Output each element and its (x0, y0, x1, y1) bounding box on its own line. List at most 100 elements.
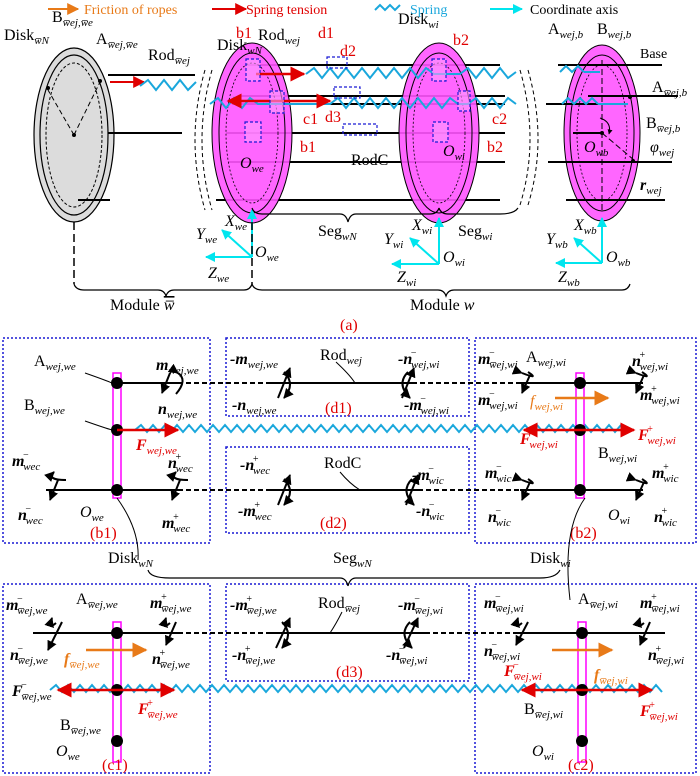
c2-F-minus: F−w̅ej,wi (503, 660, 542, 683)
c2-F-plus: F+w̅ej,wi (639, 700, 678, 723)
frame-we: Xwe Ywe Zwe Owe (196, 209, 279, 285)
b2-mr: m+wej,wi (640, 384, 680, 407)
spring-upper (305, 66, 517, 80)
d3-br: -n−w̅ej,wi (386, 644, 427, 667)
label-disk-wN: DiskwN (217, 37, 263, 57)
axis-Y-wi: Ywi (384, 231, 403, 251)
label-seg-wi: Segwi (458, 223, 492, 243)
b2-label-B: Bwej,wi (598, 445, 637, 465)
callout-c1: c1 (303, 111, 318, 128)
label-seg-wN-mid: SegwN (333, 550, 372, 570)
label-phi-wej: φwej (650, 139, 674, 159)
label-A-wbar-b: Aw̅ej,b (652, 79, 688, 99)
spring-lower (209, 96, 517, 110)
panel-label-a: (a) (340, 317, 358, 334)
label-A-wej-b: Awej,b (548, 21, 584, 41)
legend-coordinate-axis: Coordinate axis (490, 3, 618, 18)
panel-b1: Awej,we Bwej,we Owe mwej,we nwej,we Fwej… (12, 353, 199, 542)
b2-n-wic-minus: n−wic (488, 506, 511, 529)
b1-m-wec-minus: m−wec (12, 450, 40, 473)
panel-d1: -mwej,we -nwej,we -n−wej,wi -m−wej,wi Ro… (230, 347, 449, 417)
c2-bl: n−w̅ej,wi (484, 640, 520, 663)
d2-rod: RodC (324, 455, 361, 472)
label-B-wej-b: Bwej,b (597, 21, 632, 41)
spring-c-row (49, 683, 663, 694)
label-base: Base (640, 47, 667, 62)
label-disk-wN-mid: DiskwN (108, 550, 154, 570)
panel-c2: m−w̅ej,wi Aw̅ej,wi m+w̅ej,wi n−w̅ej,wi n… (484, 591, 684, 774)
legend-spring-tension: Spring tension (212, 3, 327, 18)
b1-F: Fwej,we (135, 437, 177, 457)
axis-Y-we: Ywe (196, 226, 217, 246)
b2-tl: m−w̅ej,wi (478, 348, 518, 371)
d3-tr: -m−w̅ej,wi (398, 594, 443, 617)
d2-tl: -n+wec (240, 454, 270, 477)
legend: Friction of ropes Spring tension Spring … (48, 3, 618, 18)
c1-label-O: Owe (56, 743, 80, 763)
legend-spring-label: Spring (410, 3, 447, 18)
c2-tl: m−w̅ej,wi (484, 592, 524, 615)
disk-base (546, 44, 678, 222)
d2-moment-icons (277, 474, 420, 506)
b1-label-O: Owe (80, 504, 104, 524)
c2-moment-icons (510, 617, 651, 646)
d1-tr: -n−wej,wi (398, 348, 439, 371)
c2-tr: m+w̅ej,wi (640, 592, 680, 615)
panel-label-b2: (b2) (570, 525, 597, 542)
b2-f: fwej,wi (530, 393, 563, 413)
b2-m-wic-plus: m+wic (652, 462, 679, 485)
c1-f: fw̅ej,we (64, 651, 100, 671)
legend-friction: Friction of ropes (48, 3, 177, 18)
label-A-wbar-we: Aw̅ej,w̅e (96, 31, 138, 51)
b1-moment-icons (44, 363, 189, 501)
callout-d2: d2 (340, 43, 356, 60)
b1-n-wec-plus: n+wec (168, 452, 193, 475)
c2-br: n+w̅ej,wi (648, 644, 684, 667)
b2-m-wic-minus: m−wic (485, 462, 512, 485)
label-disk-wbar-N: Diskw̅N (4, 27, 50, 47)
label-r-wej: rwej (640, 177, 662, 197)
label-O-wb: Owb (584, 139, 609, 159)
axis-Z-wi: Zwi (397, 269, 416, 289)
b1-m-wec-plus: m+wec (162, 512, 190, 535)
label-seg-wN: SegwN (318, 223, 357, 243)
legend-spring: Spring (374, 3, 447, 18)
c2-label-A: Aw̅ej,wi (578, 591, 618, 611)
callout-d3: d3 (325, 109, 341, 126)
callout-b2: b2 (487, 139, 503, 156)
disk-wbar-N (33, 47, 197, 223)
callout-b2-top: b2 (453, 32, 469, 49)
b2-ml: m−wej,wi (478, 389, 518, 412)
legend-axis-label: Coordinate axis (530, 3, 618, 18)
frame-wi: Xwi Ywi Zwi Owi (384, 217, 465, 289)
label-O-wi: Owi (443, 143, 465, 163)
lower-rods (33, 382, 665, 634)
axis-O-wb: Owb (606, 249, 631, 269)
callout-c2: c2 (492, 111, 507, 128)
panel-b2: m−w̅ej,wi Awej,wi m−wej,wi fwej,wi n+wej… (478, 348, 680, 542)
panel-d2: -n+wec -m+wec -m−wic -n−wic RodC (d2) (238, 454, 444, 532)
d2-bl: -m+wec (238, 500, 272, 523)
b2-label-A: Awej,wi (526, 349, 566, 369)
panel-label-d3: (d3) (336, 664, 363, 681)
axis-Z-we: Zwe (208, 265, 229, 285)
b1-n-wec-minus: n−wec (18, 504, 43, 527)
d1-moment-icons (277, 367, 416, 399)
axis-O-wi: Owi (443, 249, 465, 269)
axis-Y-wb: Ywb (546, 231, 568, 251)
panel-label-c2: (c2) (568, 757, 594, 774)
b2-label-O: Owi (608, 507, 630, 527)
b1-label-B: Bwej,we (24, 397, 65, 417)
d1-br: -m−wej,wi (404, 394, 449, 417)
c1-moment-icons (44, 617, 177, 651)
c2-label-B: Bw̅ej,wi (524, 701, 563, 721)
callout-d1: d1 (318, 25, 334, 42)
label-disk-wi-mid: Diskwi (530, 550, 571, 570)
label-rodc: RodC (351, 152, 388, 169)
label-O-we: Owe (240, 155, 264, 175)
callout-b1-top: b1 (236, 25, 252, 42)
d3-rod: Rodw̅ej (318, 595, 360, 615)
spring-zigzag-icon (374, 3, 401, 12)
callout-b1: b1 (300, 139, 316, 156)
